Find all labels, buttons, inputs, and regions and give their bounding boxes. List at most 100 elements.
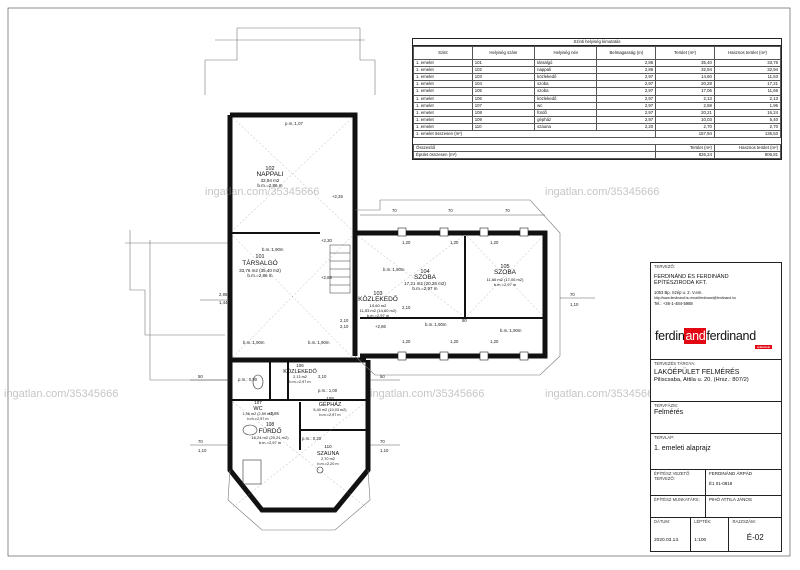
summary-area: 826,24: [655, 151, 715, 160]
title-block: TERVEZŐ: FERDINÁND ÉS FERDINÁND ÉPÍTÉSZI…: [650, 262, 782, 552]
dim-70-top-c: 70: [505, 208, 510, 213]
room-103-area-net: 11,53 m2 (14,60 m2): [360, 308, 398, 313]
date-label: DÁTUM:: [654, 519, 671, 524]
schedule-cell: 2,97: [596, 87, 657, 96]
schedule-cell: 17,21: [713, 80, 782, 89]
room-110-height: b.m.=2,20 m: [317, 462, 338, 466]
room-109-number: 109: [326, 396, 334, 401]
dim-110-left: 1,10: [198, 448, 207, 453]
schedule-cell: közlekedő: [534, 73, 598, 82]
watermark-5: ingatlan.com/35345666: [545, 388, 660, 400]
room-schedule-table: Szinti helyiség kimutatás Szint Helyiség…: [412, 38, 782, 161]
room-102-name: NAPPALI: [257, 171, 284, 178]
label-pm-100: p.m.: 1,00: [318, 388, 338, 393]
schedule-cell: 2,86: [596, 66, 657, 75]
room-103-name: KÖZLEKEDŐ: [358, 294, 398, 303]
firm-tel: Tel.: +36-1-484-5988: [654, 301, 693, 306]
room-107-number: 107: [254, 400, 262, 405]
dim-70-right: 70: [570, 292, 575, 297]
schedule-total-area: 157,94: [655, 130, 715, 139]
dim-90: 90: [462, 318, 467, 323]
schedule-cell: 104: [471, 80, 536, 89]
label-level-286-c: +2,86: [268, 411, 279, 416]
watermark-4: ingatlan.com/35345666: [370, 388, 485, 400]
schedule-cell: 1. emelet: [413, 94, 473, 103]
dim-210-a: 2,10: [340, 318, 349, 323]
room-101-number: 101: [255, 254, 264, 260]
logo-tagline: építésziroda: [755, 345, 772, 349]
label-bm-190-c: b.m.:1,90m: [425, 322, 447, 327]
schedule-cell: szoba: [534, 87, 598, 96]
room-109-height: b.m.=2,97 m: [319, 413, 340, 417]
schedule-cell: 20,28: [655, 80, 715, 89]
coop-label-cell: ÉPÍTÉSZ MUNKATÁRS:: [651, 496, 706, 517]
schedule-cell: 5,40: [713, 115, 782, 124]
dim-120-f: 1,20: [490, 339, 499, 344]
lead-name: FERDINÁND ÁRPÁD: [709, 471, 753, 476]
room-105-height: b.m.=2,97 m: [494, 282, 517, 287]
coop-label: ÉPÍTÉSZ MUNKATÁRS:: [654, 497, 700, 502]
phase-section: TERVFÁZIS: Felmérés: [651, 401, 781, 433]
schedule-cell: 2,97: [596, 80, 657, 89]
logo-part-2: and: [684, 328, 707, 344]
summary-label: Épület összesen (m²): [412, 151, 657, 160]
lead-value-cell: FERDINÁND ÁRPÁD É1 01-0818: [706, 470, 755, 495]
room-101-height: b.m.=2,86 m: [247, 273, 272, 278]
label-pm-020: p.m.: 0,20: [302, 436, 322, 441]
dim-70-left: 70: [198, 439, 203, 444]
window-markers: [397, 227, 529, 361]
schedule-header-row: Szint Helyiség szám Helyiség név Belmaga…: [413, 46, 782, 61]
schedule-cell: 10,03: [655, 115, 715, 124]
schedule-cell: 32,94: [655, 66, 715, 75]
label-level-226: +2,26: [332, 194, 343, 199]
drawing-no-cell: RAJZSZÁM: É-02: [729, 518, 781, 551]
schedule-cell: 2,97: [596, 73, 657, 82]
inner-walls: [232, 232, 543, 450]
area-diagonals: [232, 117, 544, 508]
schedule-title: Szinti helyiség kimutatás: [413, 39, 781, 47]
room-103-number: 103: [373, 291, 382, 297]
dim-120-e: 1,20: [450, 339, 459, 344]
sheet-label: TERVLAP:: [654, 435, 675, 440]
room-108-name: FÜRDŐ: [258, 426, 281, 435]
room-102-number: 102: [265, 166, 274, 172]
dim-110-right-b: 1,10: [380, 448, 389, 453]
summary-header: Összesítő: [412, 144, 657, 153]
schedule-header: Hasznos terület (m²): [713, 46, 782, 61]
schedule-cell: 33,76: [713, 59, 782, 68]
room-104-name: SZOBA: [414, 274, 437, 281]
schedule-header: Belmagasság (m): [596, 46, 657, 61]
room-102-area: 32,94 m2: [261, 178, 280, 183]
schedule-cell: fürdő: [534, 108, 598, 117]
label-pm-107: p.m.:1,07: [285, 121, 304, 126]
dim-50-right: 50: [380, 374, 385, 379]
schedule-cell: 2,13: [713, 94, 782, 103]
dim-120-b: 1,20: [450, 240, 459, 245]
schedule-cell: társalgó: [534, 59, 598, 68]
label-bm-190-f: b.m.:1,90m: [500, 328, 522, 333]
phase-value: Felmérés: [654, 409, 684, 416]
room-101-name: TÁRSALGÓ: [242, 258, 277, 267]
schedule-cell: 2,97: [596, 94, 657, 103]
summary-row: Épület összesen (m²) 826,24 806,81: [412, 151, 782, 160]
label-bm-190-a: b.m.:1,90m: [262, 247, 284, 252]
schedule-cell: 102: [471, 66, 536, 75]
schedule-cell: 11,66: [713, 87, 782, 96]
summary-net: 806,81: [713, 151, 782, 160]
room-106-name: KÖZLEKEDŐ: [283, 368, 317, 375]
room-109-area: 5,40 m2 (10,03 m2): [313, 408, 347, 412]
schedule-cell: szauna: [534, 122, 598, 132]
schedule-cell: 109: [471, 115, 536, 124]
dimension-lines: [190, 214, 595, 446]
room-110-name: SZAUNA: [317, 451, 340, 457]
room-108-area: 16,24 m2 (20,21 m2): [251, 435, 289, 440]
room-104-area: 17,21 m2 (20,28 m2): [404, 281, 446, 286]
schedule-cell: 2,97: [596, 108, 657, 117]
schedule-header: Helyiség szám: [471, 46, 536, 61]
schedule-cell: 1. emelet: [413, 59, 473, 68]
